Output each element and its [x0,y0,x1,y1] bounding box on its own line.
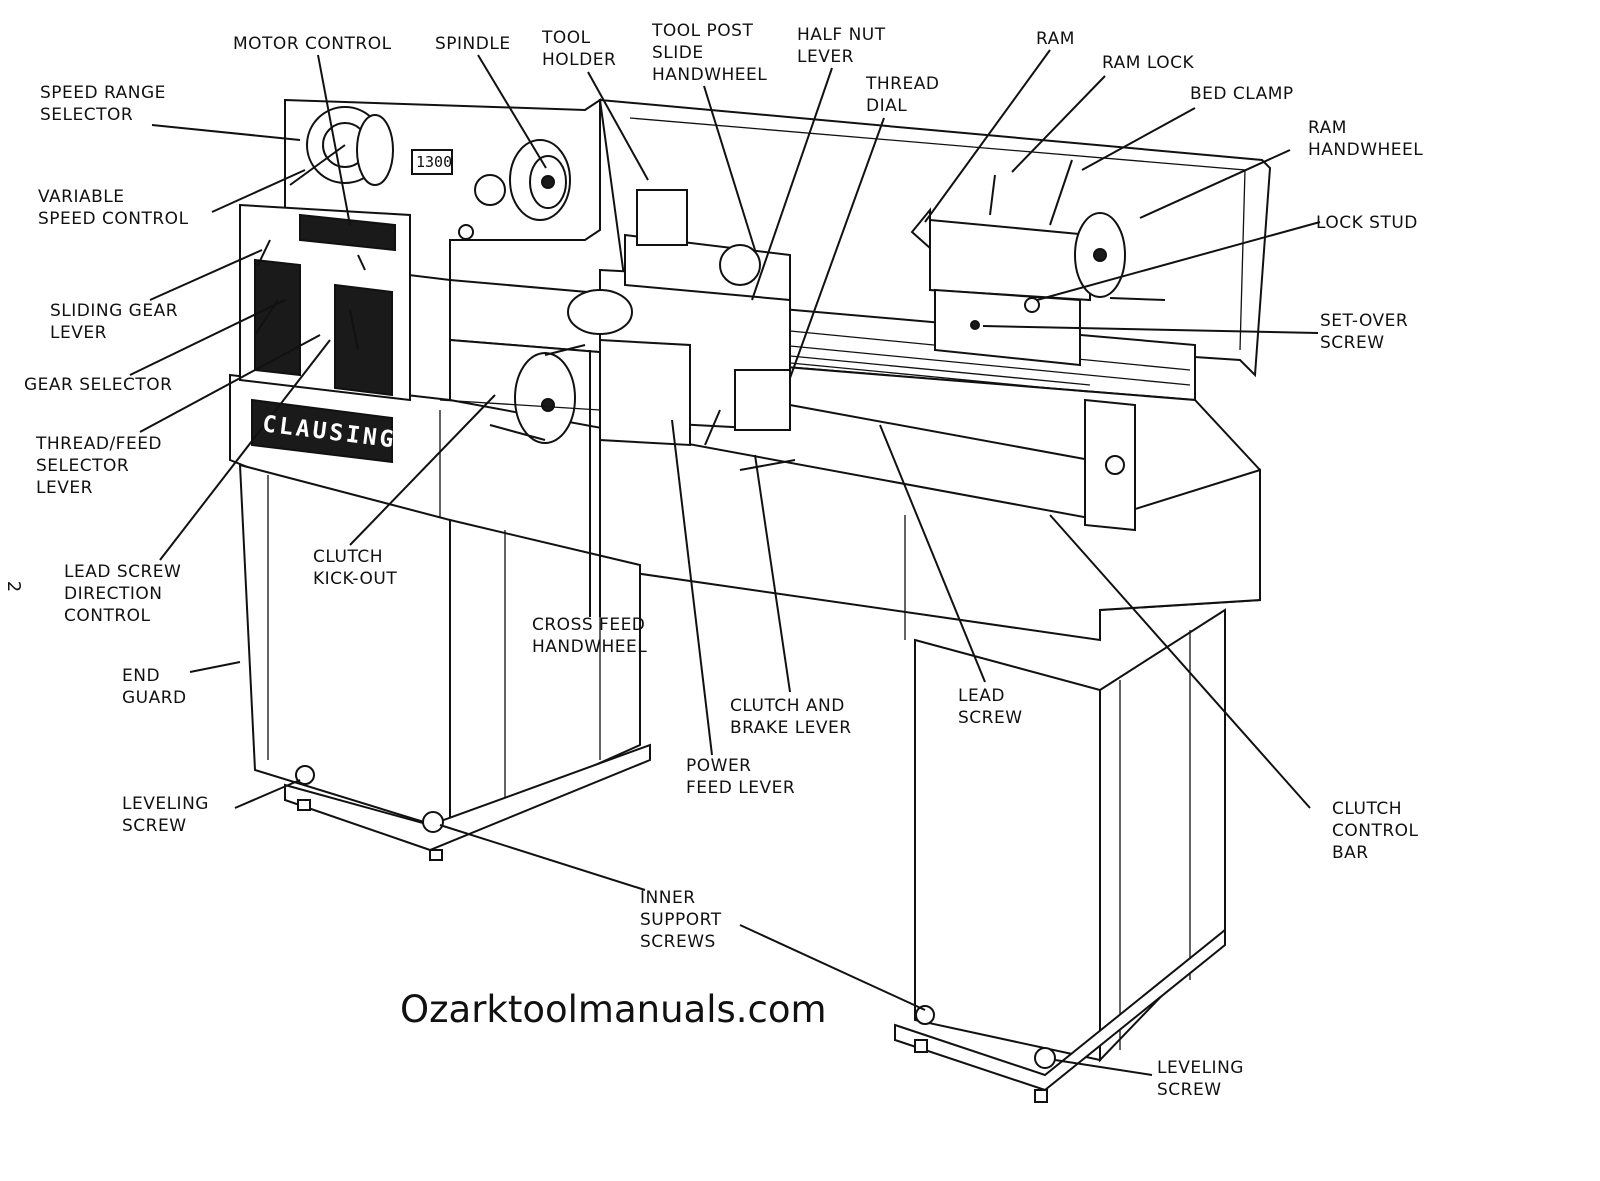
tool-post-handwheel-part [719,244,761,286]
label-gear-selector: GEAR SELECTOR [24,375,173,395]
watermark: Ozarktoolmanuals.com [400,988,827,1031]
lead-screw-rod [789,404,1091,461]
rpm-display: 1300 [416,153,453,171]
label-bed-clamp: BED CLAMP [1190,84,1294,104]
label-lock-stud: LOCK STUD [1316,213,1418,233]
label-motor-control: MOTOR CONTROL [233,34,392,54]
page-number: 2 [3,580,25,593]
leveling-screw-right-foot [1034,1047,1056,1069]
apron-handwheel [514,352,576,444]
right-base [894,927,1226,1092]
rpm-display-box [411,149,453,175]
rack [779,354,1091,393]
callout-lines [129,49,1321,1076]
tool-post [636,189,688,246]
inner-support-screw-right [915,1005,935,1025]
label-spindle: SPINDLE [435,34,511,54]
label-ram: RAM [1036,29,1075,49]
leveling-screw-left-foot [295,765,315,785]
left-pedestal [238,463,451,832]
left-pedestal-side [449,518,641,832]
half-nut-housing [734,369,791,431]
ram-center [910,207,931,251]
tailstock-barrel [929,218,1091,302]
inner-support-screw-left [422,811,444,833]
apron [599,338,691,447]
brand-plate [251,398,393,464]
label-ram-lock: RAM LOCK [1102,53,1195,73]
cross-feed-hub [567,289,633,335]
